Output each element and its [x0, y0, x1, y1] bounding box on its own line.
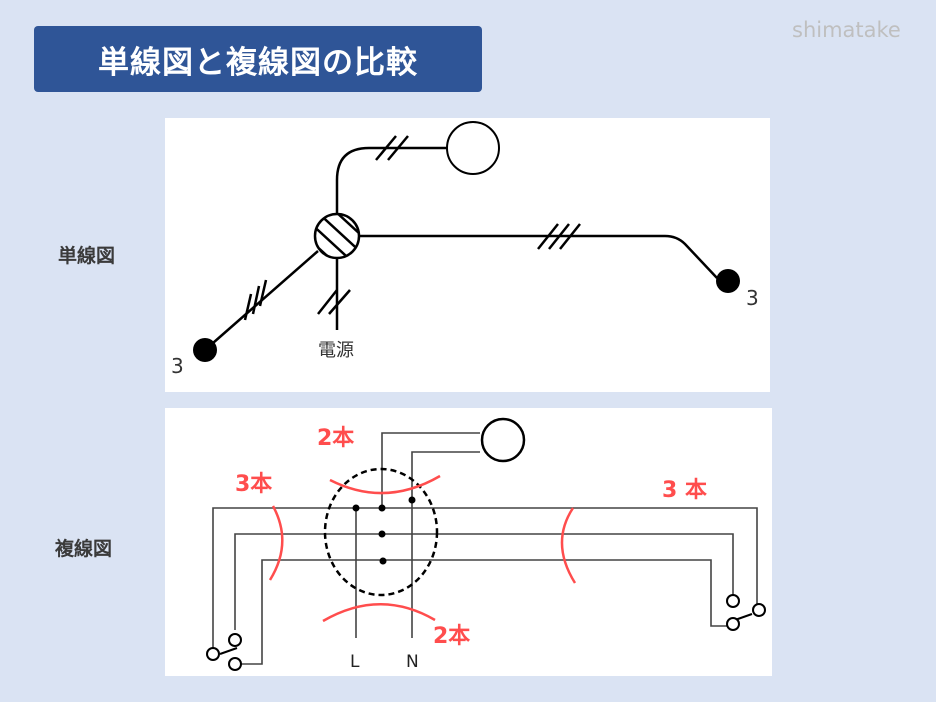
multi-line-diagram: 2本 2本 3本 3 本 L N [165, 408, 772, 676]
switch-right-icon [716, 269, 740, 293]
switch-right-icon [726, 594, 766, 631]
page-title: 単線図と複線図の比較 [98, 44, 418, 81]
count-top: 2本 [317, 426, 355, 451]
lamp-icon [480, 417, 526, 463]
left-switch-count: 3 [171, 354, 184, 378]
count-left: 3本 [235, 472, 273, 497]
single-line-diagram: 電源 3 3 [165, 118, 770, 392]
count-bottom: 2本 [433, 624, 471, 649]
switch-left-icon [193, 338, 217, 362]
terminal-N: N [406, 652, 419, 672]
label-single-line: 単線図 [58, 245, 116, 267]
switch-left-icon [206, 633, 242, 671]
power-source-label: 電源 [318, 340, 354, 361]
terminal-L: L [350, 652, 360, 672]
junction-box-outline [323, 467, 439, 597]
label-multi-line: 複線図 [55, 538, 113, 560]
junction-box-icon [313, 212, 361, 260]
title-banner: 単線図と複線図の比較 [34, 26, 482, 92]
watermark: shimatake [792, 18, 901, 42]
count-right: 3 本 [662, 478, 707, 503]
right-switch-count: 3 [746, 286, 759, 310]
